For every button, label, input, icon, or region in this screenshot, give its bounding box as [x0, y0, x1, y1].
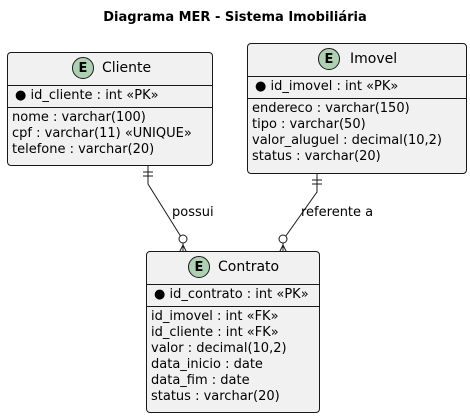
- relationship-referente-line: [282, 174, 318, 255]
- entity-cliente-name: Cliente: [102, 60, 152, 76]
- relationship-referente-label: referente a: [301, 205, 374, 220]
- pk-bullet-icon: ●: [154, 287, 166, 302]
- entity-contrato-name: Contrato: [218, 259, 280, 275]
- entity-imovel-header: E Imovel: [248, 44, 466, 76]
- attribute: valor_aluguel : decimal(10,2): [252, 133, 442, 148]
- contrato-zero-marker: [178, 234, 188, 244]
- attribute: status : varchar(20): [252, 149, 381, 164]
- entity-contrato-attributes: id_imovel : int «FK» id_cliente : int «F…: [147, 307, 319, 405]
- entity-icon: E: [188, 256, 210, 278]
- pk-bullet-icon: ●: [255, 79, 267, 94]
- relationship-possui-line: [147, 166, 184, 255]
- attribute: id_cliente : int «FK»: [151, 325, 279, 340]
- attribute: endereco : varchar(150): [252, 101, 410, 116]
- entity-imovel-pk: ● id_imovel : int «PK»: [248, 76, 466, 99]
- entity-imovel-attributes: endereco : varchar(150) tipo : varchar(5…: [248, 99, 466, 165]
- entity-cliente[interactable]: E Cliente ● id_cliente : int «PK» nome :…: [7, 52, 213, 166]
- attribute: status : varchar(20): [151, 389, 280, 404]
- entity-cliente-header: E Cliente: [8, 53, 212, 85]
- entity-contrato-pk-label: id_contrato : int «PK»: [169, 287, 309, 302]
- entity-cliente-pk: ● id_cliente : int «PK»: [8, 85, 212, 108]
- entity-icon: E: [318, 48, 340, 70]
- entity-cliente-attributes: nome : varchar(100) cpf : varchar(11) «U…: [8, 108, 212, 158]
- contrato-zero-marker-2: [278, 234, 288, 244]
- entity-imovel-pk-label: id_imovel : int «PK»: [270, 79, 399, 94]
- relationship-possui-label: possui: [172, 205, 214, 220]
- attribute: tipo : varchar(50): [252, 117, 366, 132]
- attribute: id_imovel : int «FK»: [151, 309, 279, 324]
- attribute: telefone : varchar(20): [12, 142, 155, 157]
- attribute: data_inicio : date: [151, 357, 263, 372]
- entity-imovel-name: Imovel: [350, 51, 398, 67]
- entity-contrato[interactable]: E Contrato ● id_contrato : int «PK» id_i…: [146, 251, 320, 413]
- attribute: nome : varchar(100): [12, 110, 146, 125]
- entity-icon: E: [72, 57, 94, 79]
- attribute: data_fim : date: [151, 373, 250, 388]
- entity-contrato-header: E Contrato: [147, 252, 319, 284]
- attribute: valor : decimal(10,2): [151, 341, 287, 356]
- pk-bullet-icon: ●: [15, 88, 27, 103]
- entity-cliente-pk-label: id_cliente : int «PK»: [30, 88, 159, 103]
- diagram-title: Diagrama MER - Sistema Imobiliária: [103, 10, 367, 25]
- entity-imovel[interactable]: E Imovel ● id_imovel : int «PK» endereco…: [247, 43, 467, 174]
- attribute: cpf : varchar(11) «UNIQUE»: [12, 126, 192, 141]
- entity-contrato-pk: ● id_contrato : int «PK»: [147, 284, 319, 307]
